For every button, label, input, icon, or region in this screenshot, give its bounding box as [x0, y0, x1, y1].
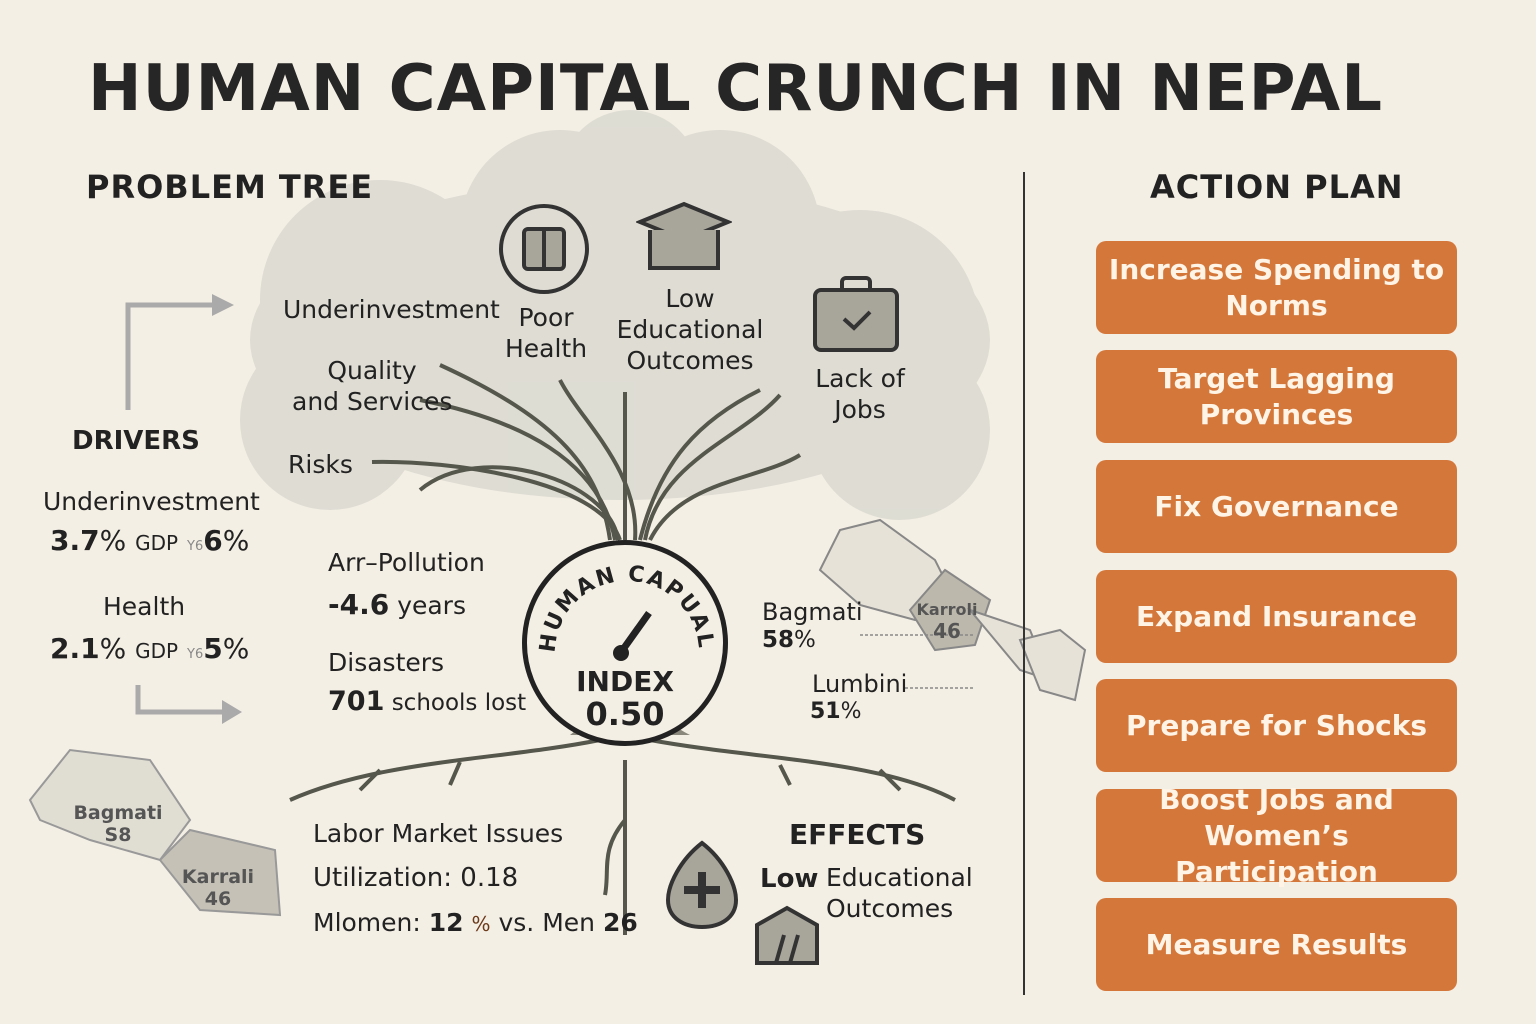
canopy-risks: Risks — [288, 450, 353, 479]
driver-underinvestment-label: Underinvestment — [43, 487, 260, 516]
drivers-heading: DRIVERS — [72, 426, 200, 456]
book-icon — [499, 204, 589, 294]
nepal-map-right — [818, 518, 1087, 702]
air-pollution-label: Arr–Pollution — [328, 548, 485, 577]
effects-low: Low — [760, 864, 819, 894]
labor-utilization: Utilization: 0.18 — [313, 863, 519, 893]
index-value: 0.50 — [585, 695, 665, 733]
disasters-value: 701 schools lost — [328, 686, 527, 717]
driver-health-label: Health — [103, 592, 186, 621]
action-plan-heading: ACTION PLAN — [1150, 168, 1404, 206]
map-bagmati-value: 58% — [762, 627, 816, 653]
graduation-cap-icon — [636, 201, 732, 270]
gauge-arc-text: HUMAN CAPUAL — [535, 562, 716, 654]
map-bagmati-label: Bagmati — [762, 598, 863, 626]
tree-branches — [289, 363, 956, 935]
page-title: HUMAN CAPITAL CRUNCH IN NEPAL — [88, 52, 1383, 126]
action-prepare-for-shocks[interactable]: Prepare for Shocks — [1096, 679, 1457, 772]
health-plus-icon — [665, 840, 739, 930]
action-fix-governance[interactable]: Fix Governance — [1096, 460, 1457, 553]
problem-tree-heading: PROBLEM TREE — [86, 168, 374, 206]
map-lumbini-value: 51% — [810, 699, 862, 724]
school-icon — [755, 905, 819, 965]
labor-gender-gap: Mlomen: 12 % vs. Men 26 — [313, 908, 638, 937]
index-label: INDEX — [576, 665, 674, 698]
briefcase-icon — [813, 276, 899, 352]
action-expand-insurance[interactable]: Expand Insurance — [1096, 570, 1457, 663]
action-increase-spending[interactable]: Increase Spending to Norms — [1096, 241, 1457, 334]
human-capital-index-gauge: HUMAN CAPUAL INDEX 0.50 — [522, 540, 728, 746]
action-measure-results[interactable]: Measure Results — [1096, 898, 1457, 991]
driver-underinvestment-value: 3.7% GDP Y66% — [50, 524, 250, 557]
labor-heading: Labor Market Issues — [313, 819, 564, 848]
disasters-label: Disasters — [328, 648, 445, 677]
driver-arrows — [125, 302, 225, 715]
canopy-underinvestment: Underinvestment — [283, 295, 500, 324]
action-boost-jobs-women[interactable]: Boost Jobs and Women’s Participation — [1096, 783, 1457, 888]
gauge-needle-icon — [613, 610, 652, 661]
map-lumbini-label: Lumbini — [812, 670, 908, 698]
driver-health-value: 2.1% GDP Y65% — [50, 632, 250, 665]
action-target-lagging-provinces[interactable]: Target Lagging Provinces — [1096, 350, 1457, 443]
nepal-map-left — [28, 748, 282, 917]
effects-heading: EFFECTS — [789, 818, 926, 851]
tree-canopy-cloud — [240, 110, 990, 520]
air-pollution-value: -4.6 years — [328, 588, 466, 621]
